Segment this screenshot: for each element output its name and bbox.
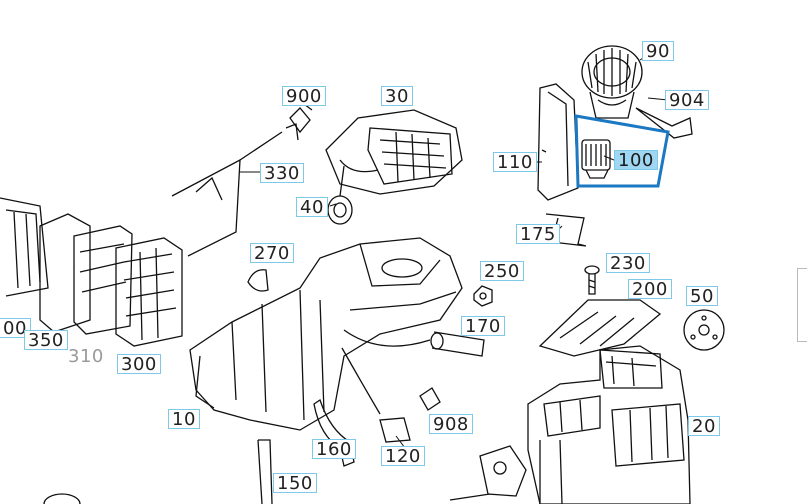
callout-120[interactable]: 120 <box>381 446 425 467</box>
callout-230[interactable]: 230 <box>606 253 650 274</box>
nut-part[interactable] <box>473 285 493 307</box>
disc-part[interactable] <box>683 309 725 351</box>
callout-160[interactable]: 160 <box>312 439 356 460</box>
callout-00[interactable]: 00 <box>0 318 31 339</box>
callout-30[interactable]: 30 <box>381 86 413 107</box>
housing-20-part[interactable] <box>527 345 691 504</box>
leader-lines <box>240 51 669 453</box>
callout-40[interactable]: 40 <box>296 197 328 218</box>
drain-tube-part[interactable] <box>343 329 485 357</box>
hose-150-part[interactable] <box>257 439 273 504</box>
callout-20[interactable]: 20 <box>688 416 720 437</box>
screw-part[interactable] <box>584 265 600 295</box>
selection-highlight <box>574 114 670 188</box>
callout-175[interactable]: 175 <box>516 224 560 245</box>
callout-908[interactable]: 908 <box>429 414 473 435</box>
hose-160-part[interactable] <box>313 398 355 467</box>
callout-310[interactable]: 310 <box>68 346 104 367</box>
callout-170[interactable]: 170 <box>461 316 505 337</box>
callout-200[interactable]: 200 <box>628 279 672 300</box>
callout-10[interactable]: 10 <box>168 409 200 430</box>
callout-90[interactable]: 90 <box>642 41 674 62</box>
callout-50[interactable]: 50 <box>686 286 718 307</box>
filter-stack-part[interactable] <box>0 197 183 347</box>
filter-housing-part[interactable] <box>537 83 579 201</box>
callout-904[interactable]: 904 <box>665 90 709 111</box>
callout-300[interactable]: 300 <box>117 354 161 375</box>
wire-bracket-part[interactable] <box>171 131 283 257</box>
side-panel-tab[interactable] <box>797 268 807 342</box>
callout-330[interactable]: 330 <box>260 163 304 184</box>
callout-110[interactable]: 110 <box>493 152 537 173</box>
blower-motor-part[interactable] <box>581 45 643 119</box>
bracket-part[interactable] <box>538 299 662 357</box>
housing-30-part[interactable] <box>325 109 463 195</box>
seal-270-part[interactable] <box>247 269 269 292</box>
callout-900[interactable]: 900 <box>282 86 326 107</box>
callout-270[interactable]: 270 <box>250 243 294 264</box>
connector-part[interactable] <box>635 107 693 139</box>
blower-resistor-part[interactable] <box>581 139 611 179</box>
sensor-part[interactable] <box>341 347 441 443</box>
clip-set-part[interactable] <box>285 103 313 141</box>
actuator-part[interactable] <box>449 445 527 501</box>
callout-350[interactable]: 350 <box>24 330 68 351</box>
callout-100[interactable]: 100 <box>614 150 658 171</box>
partial-part <box>43 493 81 504</box>
main-housing-part[interactable] <box>189 237 463 431</box>
callout-150[interactable]: 150 <box>273 473 317 494</box>
grommet-part[interactable] <box>327 165 353 225</box>
callout-250[interactable]: 250 <box>480 261 524 282</box>
